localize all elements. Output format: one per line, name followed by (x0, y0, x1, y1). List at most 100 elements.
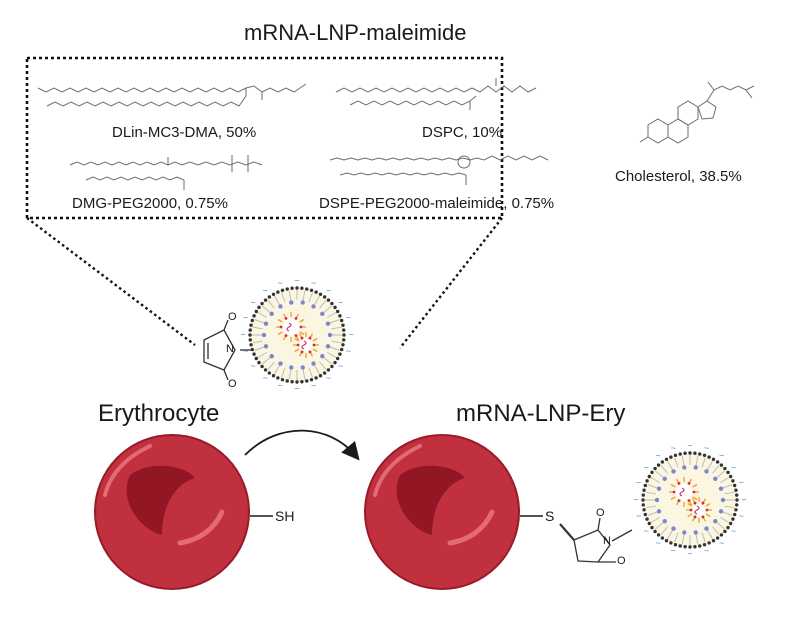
lipid-tail (655, 522, 664, 530)
lipid-tail (329, 346, 340, 351)
shell-dot (295, 380, 299, 384)
shell-dot (647, 521, 651, 526)
shell-dot (339, 318, 344, 323)
ionizable-lipid (294, 348, 300, 353)
lipid-blob (269, 311, 274, 316)
lipid-tail (720, 517, 730, 523)
dspc-structure (335, 78, 537, 110)
shell-dot (707, 455, 711, 459)
shell-dot (647, 474, 651, 479)
composition-box (25, 56, 504, 220)
peg-chain: ~ (326, 373, 331, 383)
peg-chain: ~ (719, 538, 724, 548)
shell-dot (645, 479, 649, 483)
lipid-blob (713, 476, 718, 481)
shell-dot (314, 376, 318, 380)
lipid-headgroup (308, 336, 312, 340)
peg-chain: ~ (656, 451, 661, 461)
peg-chain: ~ (644, 526, 649, 536)
mrna-strand (679, 487, 685, 497)
lipid-tail (645, 491, 656, 495)
shell-dot (309, 288, 314, 293)
shell-dot (263, 368, 268, 372)
shell-dot (339, 347, 344, 352)
lipid-blob (662, 476, 667, 481)
lipid-headgroup (687, 481, 691, 485)
shell-dot (719, 533, 724, 537)
lipid-tail (262, 357, 271, 365)
lipid-tail (257, 352, 267, 358)
peg-chain: ~ (636, 511, 641, 521)
peg-chain: ~ (294, 383, 299, 393)
lipid-blob (311, 304, 316, 309)
maleimide-group (203, 319, 254, 381)
oxygen-label-succ-bottom: O (617, 555, 626, 567)
lipid-tail (262, 305, 271, 313)
lipid-blob (320, 311, 325, 316)
peg-chain: ~ (263, 373, 268, 383)
lipid-tail (645, 505, 656, 509)
shell-dot (732, 512, 737, 517)
lipid-tail (720, 477, 730, 483)
shell-dot (248, 328, 252, 332)
shell-dot (252, 314, 256, 318)
shell-dot (723, 529, 727, 534)
lipid-headgroup (294, 334, 298, 338)
lipid-blob (671, 469, 676, 474)
shell-dot (734, 508, 738, 512)
shell-dot (641, 498, 645, 502)
lipid-tail (681, 455, 685, 466)
lipid-blob (720, 497, 726, 503)
peg-chain: ~ (739, 478, 744, 488)
peg-chain: ~ (348, 329, 353, 339)
ionizable-lipid (670, 483, 676, 488)
lipid-headgroup (705, 508, 709, 512)
lipid-tail (707, 460, 713, 470)
peg-chain: ~ (671, 443, 676, 453)
shell-dot (650, 525, 654, 530)
shell-dot (702, 542, 707, 547)
shell-dot (336, 309, 340, 314)
shell-dot (656, 463, 661, 467)
shell-dot (669, 455, 673, 459)
lipid-tail (707, 530, 713, 540)
shell-dot (276, 376, 280, 380)
shell-dot (342, 338, 346, 342)
mrna-core (693, 504, 705, 516)
peg-chain: ~ (346, 313, 351, 323)
dlin-mc3-dma-structure (37, 83, 307, 107)
shell-dot (285, 287, 289, 291)
shell-dot (678, 452, 682, 456)
cholesterol-structure (639, 81, 755, 144)
ionizable-lipid (277, 318, 283, 323)
dspe-peg2000-maleimide-structure (329, 155, 549, 185)
lipid-headgroup (689, 508, 693, 512)
shell-dot (249, 343, 253, 347)
shell-dot (295, 286, 299, 290)
shell-dot (250, 318, 255, 323)
peg-chain: ~ (671, 546, 676, 556)
shell-dot (660, 460, 665, 464)
ionizable-lipid (312, 348, 318, 353)
shell-dot (249, 323, 253, 327)
lipid-blob (718, 486, 724, 491)
peg-chain: ~ (251, 298, 256, 308)
lipid-tail (274, 365, 280, 375)
lipid-tail (650, 517, 660, 523)
lipid-tail (302, 290, 306, 301)
peg-chain: ~ (240, 329, 245, 339)
label-cholesterol: Cholesterol, 38.5% (615, 168, 742, 185)
erythrocyte-label: Erythrocyte (98, 400, 220, 427)
ionizable-lipid (299, 318, 305, 323)
label-dspc: DSPC, 10% (422, 124, 503, 141)
shell-dot (643, 483, 648, 488)
lipid-blob (654, 497, 660, 503)
shell-dot (683, 451, 687, 455)
shell-dot (267, 371, 272, 375)
shell-dot (702, 453, 707, 458)
shell-dot (271, 292, 276, 296)
shell-dot (333, 305, 337, 310)
lipid-headgroup (308, 350, 312, 354)
lipid-tail (716, 470, 725, 478)
shell-dot (715, 460, 720, 464)
